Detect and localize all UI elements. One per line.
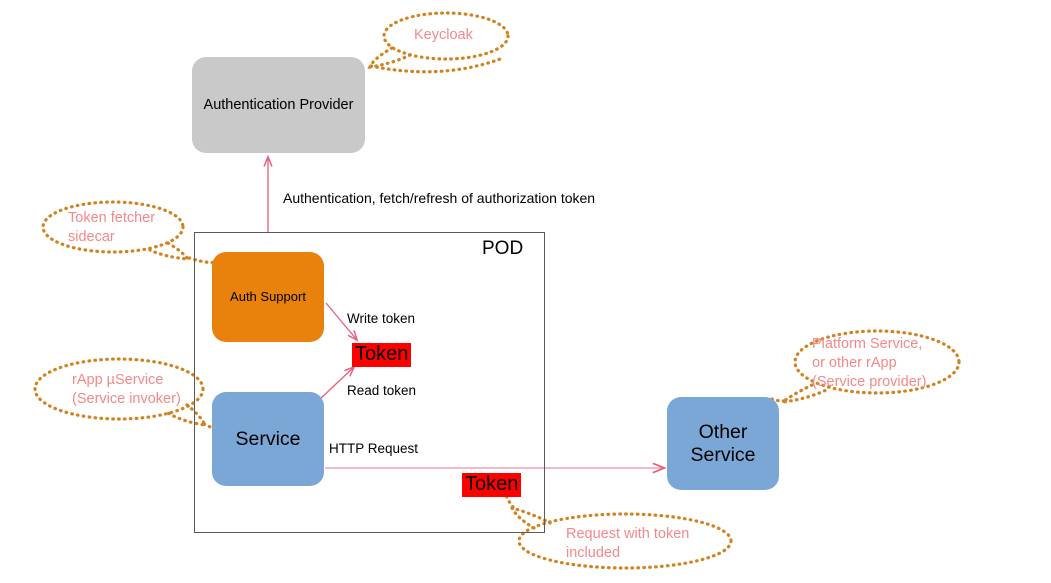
callout-keycloak-tail [367, 46, 416, 69]
other-service-label-line1: Other [698, 421, 748, 444]
edge-label-authentication-flow: Authentication, fetch/refresh of authori… [283, 190, 596, 206]
callout-text-platform-service: Platform Service, or other rApp (Service… [812, 336, 927, 391]
pod-label: POD [482, 238, 524, 259]
callout-text-token-fetcher-sidecar: Token fetcher sidecar [68, 210, 156, 246]
edge-label-write-token: Write token [347, 311, 416, 326]
callout-sidecar-tail [148, 241, 192, 261]
other-service-label-line2: Service [690, 443, 756, 466]
node-service[interactable]: Service [212, 392, 324, 486]
node-authentication-provider[interactable]: Authentication Provider [192, 57, 365, 153]
token-highlight-in-request: Token [462, 473, 522, 497]
token-highlight-written: Token [352, 343, 412, 367]
node-other-service[interactable]: Other Service [667, 397, 779, 490]
edge-label-read-token: Read token [347, 383, 417, 398]
node-auth-support[interactable]: Auth Support [212, 252, 324, 342]
edge-label-http-request: HTTP Request [329, 441, 419, 456]
pod-boundary [194, 232, 545, 533]
callout-text-rapp-microservice: rApp µService (Service invoker) [72, 372, 181, 408]
callout-keycloak-leader [369, 56, 505, 74]
callout-text-request-with-token: Request with token included [566, 526, 690, 562]
callout-text-keycloak: Keycloak [414, 27, 473, 43]
